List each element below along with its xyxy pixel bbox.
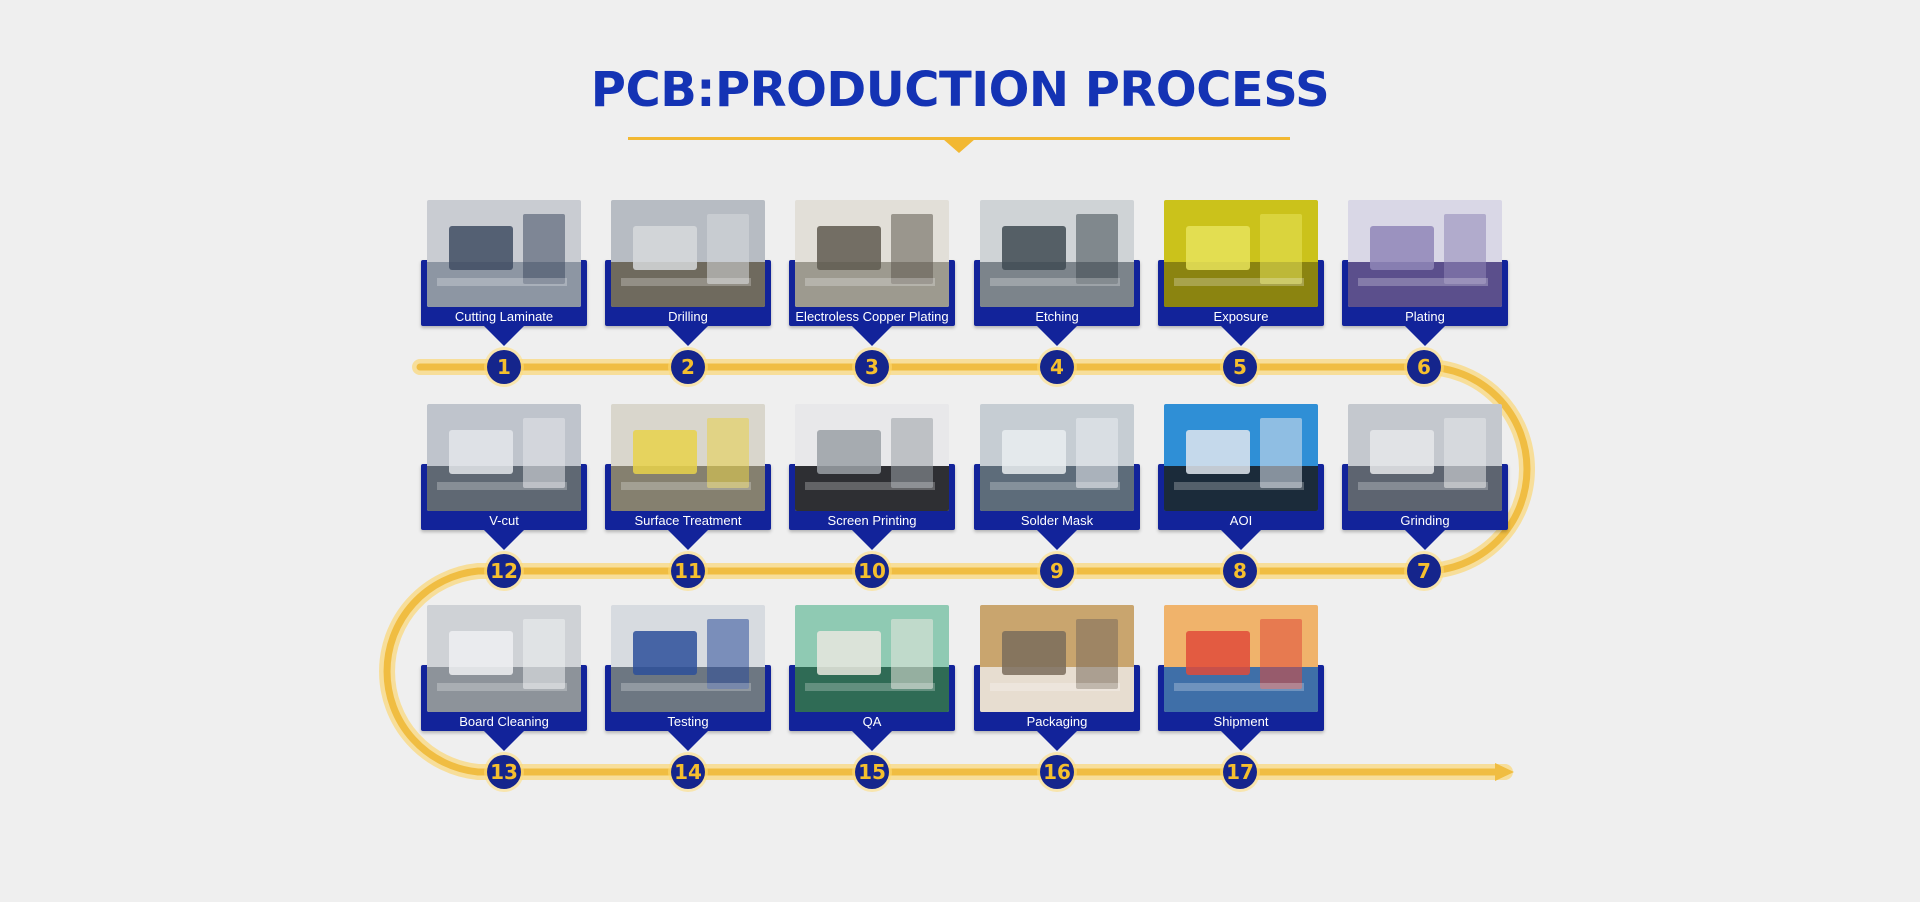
- step-label: Drilling: [668, 309, 708, 324]
- step-card: Surface Treatment: [605, 404, 771, 550]
- card-pointer: [484, 530, 524, 550]
- step-number-badge: 5: [1223, 350, 1257, 384]
- step-photo: [1348, 404, 1502, 511]
- step-card: Board Cleaning: [421, 605, 587, 751]
- step-label: Surface Treatment: [634, 513, 742, 528]
- step-photo: [980, 605, 1134, 712]
- step-label: Solder Mask: [1020, 513, 1094, 528]
- card-pointer: [1037, 731, 1077, 751]
- step-number-badge: 16: [1040, 755, 1074, 789]
- card-pointer: [1221, 326, 1261, 346]
- card-pointer: [852, 731, 892, 751]
- step-number-badge: 12: [487, 554, 521, 588]
- step-card: AOI: [1158, 404, 1324, 550]
- step-number-badge: 9: [1040, 554, 1074, 588]
- step-photo: [1164, 404, 1318, 511]
- step-label: QA: [862, 714, 882, 729]
- title-caret-marker: [943, 139, 975, 153]
- step-number-badge: 11: [671, 554, 705, 588]
- step-label: AOI: [1229, 513, 1253, 528]
- card-pointer: [1037, 326, 1077, 346]
- step-number-badge: 8: [1223, 554, 1257, 588]
- step-photo: [1164, 605, 1318, 712]
- step-number-badge: 13: [487, 755, 521, 789]
- step-label: Board Cleaning: [459, 714, 549, 729]
- step-card: QA: [789, 605, 955, 751]
- step-card: Grinding: [1342, 404, 1508, 550]
- step-label: Grinding: [1400, 513, 1450, 528]
- step-number-badge: 3: [855, 350, 889, 384]
- card-pointer: [1221, 530, 1261, 550]
- step-photo: [795, 200, 949, 307]
- step-label: Screen Printing: [827, 513, 917, 528]
- card-pointer: [668, 731, 708, 751]
- step-label: Electroless Copper Plating: [795, 309, 949, 324]
- card-pointer: [1037, 530, 1077, 550]
- step-number-badge: 17: [1223, 755, 1257, 789]
- step-label: Cutting Laminate: [454, 309, 554, 324]
- step-label: Etching: [1035, 309, 1079, 324]
- card-pointer: [852, 326, 892, 346]
- step-photo: [1164, 200, 1318, 307]
- step-number-badge: 7: [1407, 554, 1441, 588]
- step-label: Plating: [1405, 309, 1445, 324]
- step-label: Exposure: [1213, 309, 1269, 324]
- step-card: Testing: [605, 605, 771, 751]
- step-photo: [427, 200, 581, 307]
- step-card: Solder Mask: [974, 404, 1140, 550]
- step-number-badge: 2: [671, 350, 705, 384]
- step-photo: [611, 200, 765, 307]
- step-label: Packaging: [1026, 714, 1088, 729]
- step-card: Cutting Laminate: [421, 200, 587, 346]
- card-pointer: [1221, 731, 1261, 751]
- step-number-badge: 14: [671, 755, 705, 789]
- step-photo: [427, 605, 581, 712]
- step-card: Exposure: [1158, 200, 1324, 346]
- step-photo: [611, 404, 765, 511]
- step-photo: [980, 200, 1134, 307]
- card-pointer: [668, 530, 708, 550]
- card-pointer: [484, 731, 524, 751]
- card-pointer: [484, 326, 524, 346]
- step-card: Drilling: [605, 200, 771, 346]
- step-label: Shipment: [1213, 714, 1269, 729]
- step-card: Shipment: [1158, 605, 1324, 751]
- card-pointer: [1405, 326, 1445, 346]
- card-pointer: [852, 530, 892, 550]
- step-photo: [795, 404, 949, 511]
- flow-arrowhead: [1495, 763, 1514, 781]
- page-title: PCB:PRODUCTION PROCESS: [590, 62, 1330, 118]
- step-number-badge: 4: [1040, 350, 1074, 384]
- step-card: V-cut: [421, 404, 587, 550]
- step-card: Electroless Copper Plating: [789, 200, 955, 346]
- step-label: Testing: [667, 714, 709, 729]
- step-card: Plating: [1342, 200, 1508, 346]
- step-label: V-cut: [489, 513, 519, 528]
- step-photo: [795, 605, 949, 712]
- step-photo: [427, 404, 581, 511]
- step-card: Etching: [974, 200, 1140, 346]
- step-photo: [611, 605, 765, 712]
- step-number-badge: 15: [855, 755, 889, 789]
- step-number-badge: 1: [487, 350, 521, 384]
- card-pointer: [668, 326, 708, 346]
- step-photo: [980, 404, 1134, 511]
- step-card: Packaging: [974, 605, 1140, 751]
- title-underline: [628, 137, 1290, 140]
- step-photo: [1348, 200, 1502, 307]
- step-number-badge: 6: [1407, 350, 1441, 384]
- step-card: Screen Printing: [789, 404, 955, 550]
- step-number-badge: 10: [855, 554, 889, 588]
- card-pointer: [1405, 530, 1445, 550]
